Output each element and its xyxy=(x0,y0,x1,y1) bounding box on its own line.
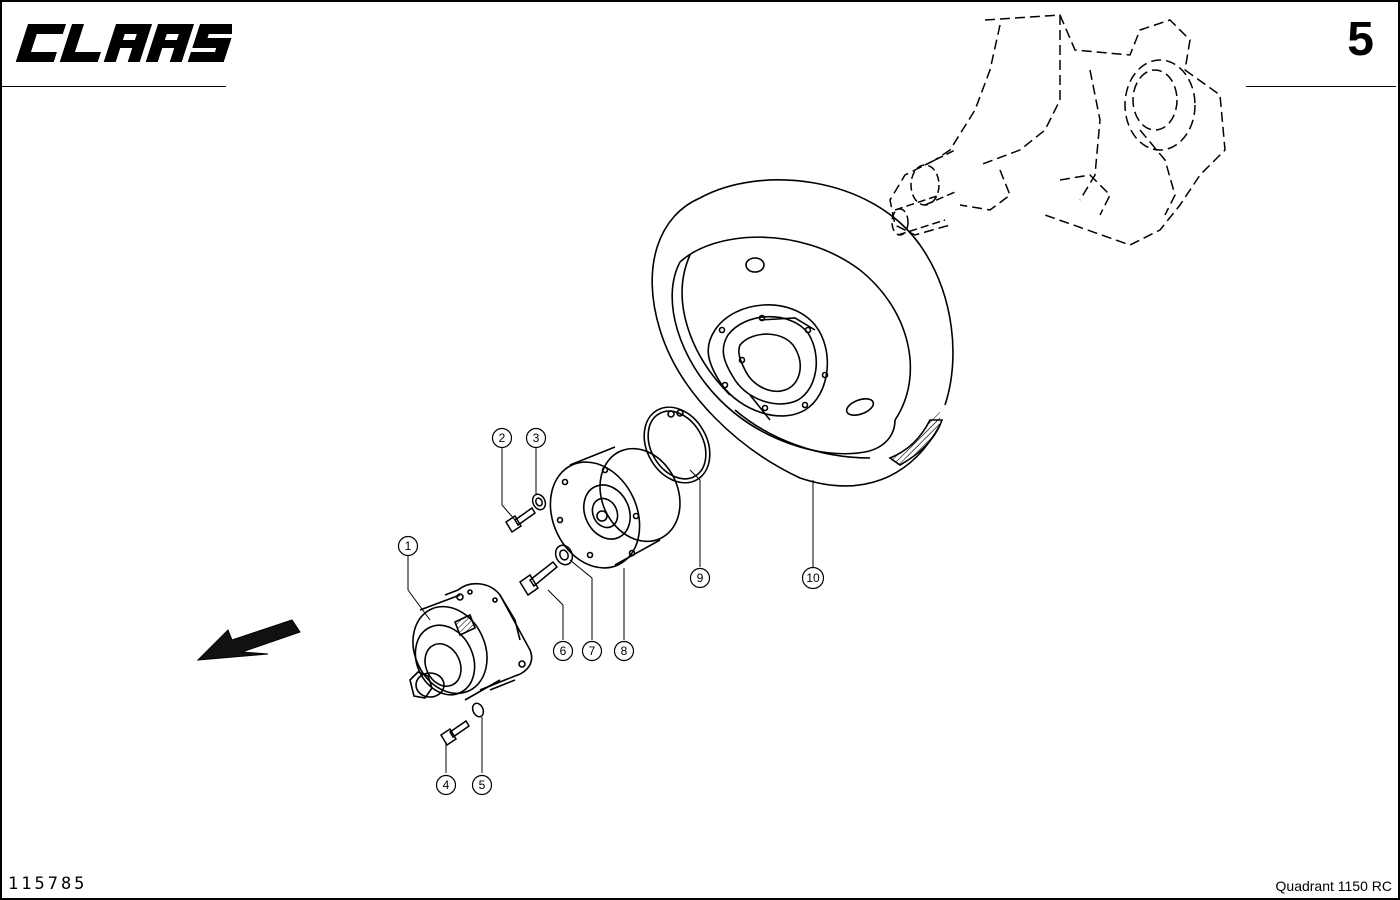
callout-1: 1 xyxy=(397,535,419,557)
header-rule-right xyxy=(1246,86,1396,87)
svg-text:8: 8 xyxy=(621,644,628,658)
callout-9: 9 xyxy=(689,567,711,589)
svg-text:3: 3 xyxy=(533,431,540,445)
callout-8: 8 xyxy=(613,640,635,662)
circlip-part-9 xyxy=(643,406,711,484)
direction-arrow xyxy=(196,619,301,661)
claas-logo xyxy=(15,24,232,62)
gearbox-housing xyxy=(889,14,1226,246)
callout-10: 10 xyxy=(801,566,825,590)
svg-text:5: 5 xyxy=(479,778,486,792)
callouts: 1 2 3 4 5 6 7 8 9 10 xyxy=(397,427,825,796)
bolt-part-6 xyxy=(518,560,559,597)
flywheel-part-10 xyxy=(651,179,954,487)
callout-6: 6 xyxy=(552,640,574,662)
bolt-part-4 xyxy=(439,719,471,747)
bolt-part-2 xyxy=(504,506,537,534)
callout-5: 5 xyxy=(471,774,493,796)
washer-part-5 xyxy=(471,702,485,718)
gearbox-shaft xyxy=(891,149,956,236)
model-name: Quadrant 1150 RC xyxy=(1275,878,1392,894)
washer-part-7 xyxy=(554,544,574,566)
callout-4: 4 xyxy=(435,774,457,796)
motor-part-1 xyxy=(409,582,533,701)
callout-2: 2 xyxy=(491,427,513,449)
svg-text:1: 1 xyxy=(405,539,412,553)
svg-text:7: 7 xyxy=(589,644,596,658)
header-rule-left xyxy=(2,86,226,87)
callout-3: 3 xyxy=(525,427,547,449)
svg-text:9: 9 xyxy=(697,571,704,585)
callout-7: 7 xyxy=(581,640,603,662)
bearing-flange-part-8 xyxy=(549,446,681,569)
page-number: 5 xyxy=(1347,13,1374,66)
svg-text:10: 10 xyxy=(806,571,820,585)
document-number: 115785 xyxy=(8,874,88,894)
svg-text:2: 2 xyxy=(499,431,506,445)
leader-lines xyxy=(407,448,814,773)
svg-text:6: 6 xyxy=(560,644,567,658)
svg-text:4: 4 xyxy=(443,778,450,792)
